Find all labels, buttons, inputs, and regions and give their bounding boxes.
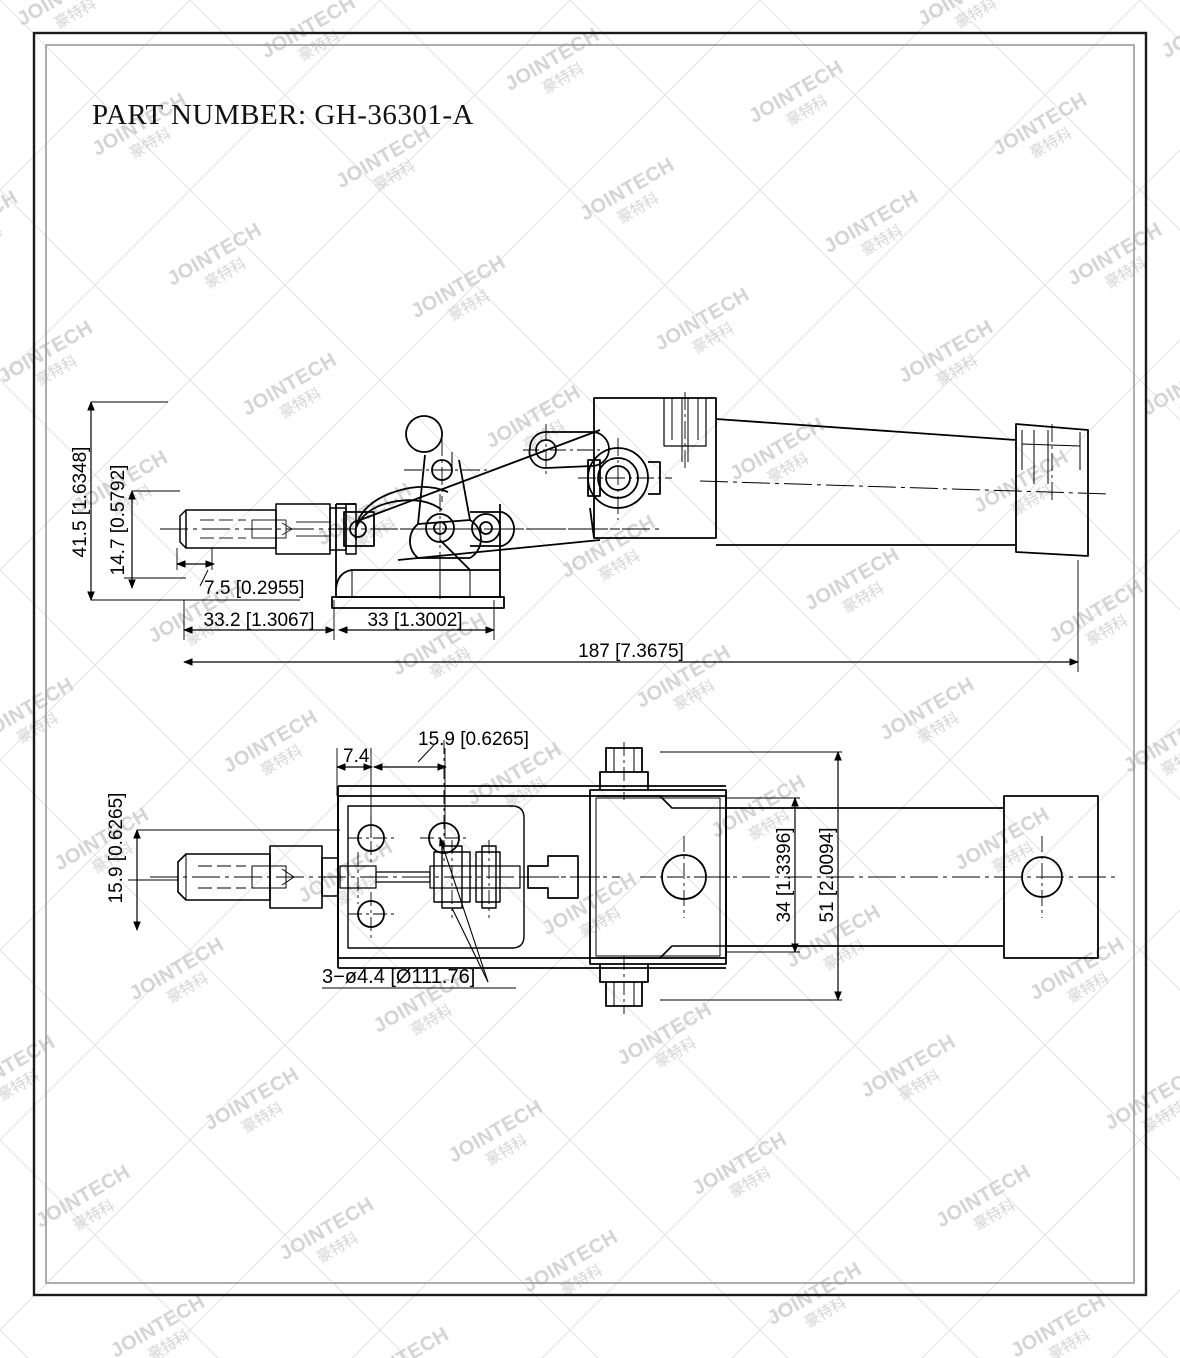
cylinder-barrel — [699, 418, 1111, 557]
dimension-33: 33 [1.3002] — [338, 600, 495, 640]
toggle-linkage — [343, 415, 620, 600]
dimension-label: 187 [7.3675] — [578, 641, 684, 662]
page-title: PART NUMBER: GH-36301-A — [92, 99, 474, 131]
dimension-15-9-horizontal: 15.9 [0.6265] — [373, 729, 529, 838]
dimension-7-5: 7.5 [0.2955] — [176, 548, 304, 599]
dimension-51: 51 [2.0094] — [660, 751, 842, 1001]
dimension-7-4: 7.4 — [336, 746, 373, 838]
side-elevation-view — [160, 392, 1111, 609]
sheet-border — [32, 31, 1148, 1297]
dimension-label: 51 [2.0094] — [817, 827, 838, 922]
callout-label: 3−ø4.4 [Ø111.76] — [322, 966, 475, 988]
side-view-dimensions: 41.5 [1.6348] 14.7 [0.5792] 7.5 [0.2955]… — [70, 401, 1079, 672]
dimension-33-2: 33.2 [1.3067] — [183, 600, 335, 640]
plan-spindle — [150, 845, 620, 909]
hole-diameter-callout: 3−ø4.4 [Ø111.76] — [322, 837, 516, 989]
clevis-rod-eye — [523, 424, 610, 478]
spindle-assembly — [160, 503, 660, 555]
dimension-41-5: 41.5 [1.6348] — [70, 401, 300, 601]
dimension-label: 33 [1.3002] — [367, 610, 462, 631]
dimension-34: 34 [1.3396] — [726, 797, 800, 953]
dimension-label: 15.9 [0.6265] — [106, 793, 127, 904]
plan-cylinder-barrel — [700, 795, 1118, 959]
dimension-label: 7.4 — [343, 746, 370, 767]
plan-top-view — [150, 740, 1118, 1014]
dimension-label: 33.2 [1.3067] — [204, 610, 315, 631]
dimension-label: 41.5 [1.6348] — [70, 447, 91, 558]
cylinder-rod-end — [578, 392, 717, 539]
plan-connector — [520, 855, 600, 899]
dimension-187: 187 [7.3675] — [183, 560, 1079, 672]
dimension-label: 7.5 [0.2955] — [204, 578, 304, 599]
dimension-15-9-vertical: 15.9 [0.6265] — [106, 793, 340, 931]
dimension-label: 14.7 [0.5792] — [108, 465, 129, 576]
dimension-14-7: 14.7 [0.5792] — [108, 465, 186, 589]
dimension-label: 15.9 [0.6265] — [418, 729, 529, 750]
plan-cylinder-head — [589, 742, 730, 1014]
dimension-label: 34 [1.3396] — [774, 827, 795, 922]
plan-view-dimensions: 15.9 [0.6265] 7.4 15.9 [0.6265] 34 [1.33… — [106, 729, 842, 1001]
mounting-base — [331, 503, 505, 609]
